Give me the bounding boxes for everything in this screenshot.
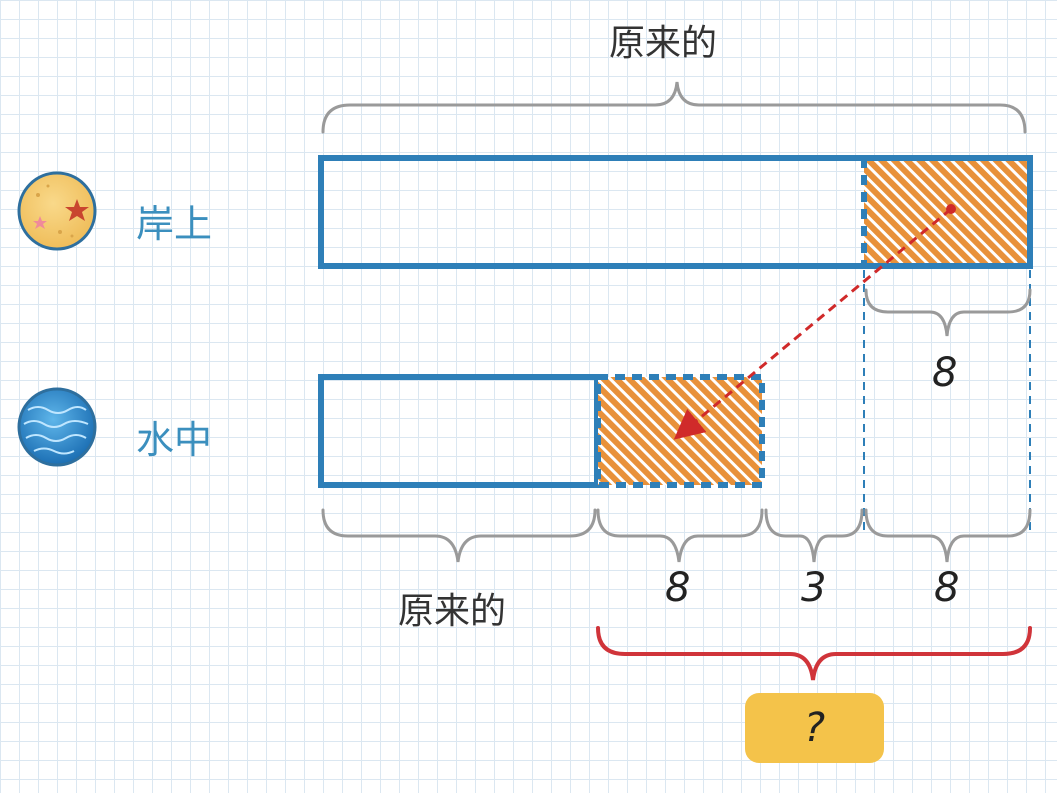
transfer-top-value: 8 xyxy=(932,350,958,396)
water-bar xyxy=(318,374,600,488)
top-original-label: 原来的 xyxy=(609,23,718,64)
gap-value: 3 xyxy=(801,565,827,611)
transfer-brace-top xyxy=(864,288,1032,337)
shore-label: 岸上 xyxy=(136,202,213,246)
shore-bar xyxy=(318,155,1033,269)
question-mark: ? xyxy=(803,705,826,751)
bottom-brace-8 xyxy=(596,508,764,563)
top-brace xyxy=(321,81,1027,134)
transfer-bottom-value: 8 xyxy=(665,565,691,611)
sand-starfish-icon xyxy=(17,171,97,251)
bottom-brace-3 xyxy=(764,508,864,563)
remainder-value: 8 xyxy=(934,565,960,611)
water-label: 水中 xyxy=(136,418,213,462)
water-bar-added xyxy=(595,374,765,488)
bottom-brace-original xyxy=(321,508,597,563)
water-ripple-icon xyxy=(17,387,97,467)
transfer-arrow xyxy=(673,207,952,440)
bottom-brace-8-right xyxy=(864,508,1032,563)
difference-brace xyxy=(596,626,1032,681)
bottom-original-label: 原来的 xyxy=(398,591,507,632)
question-box: ? xyxy=(745,693,884,763)
